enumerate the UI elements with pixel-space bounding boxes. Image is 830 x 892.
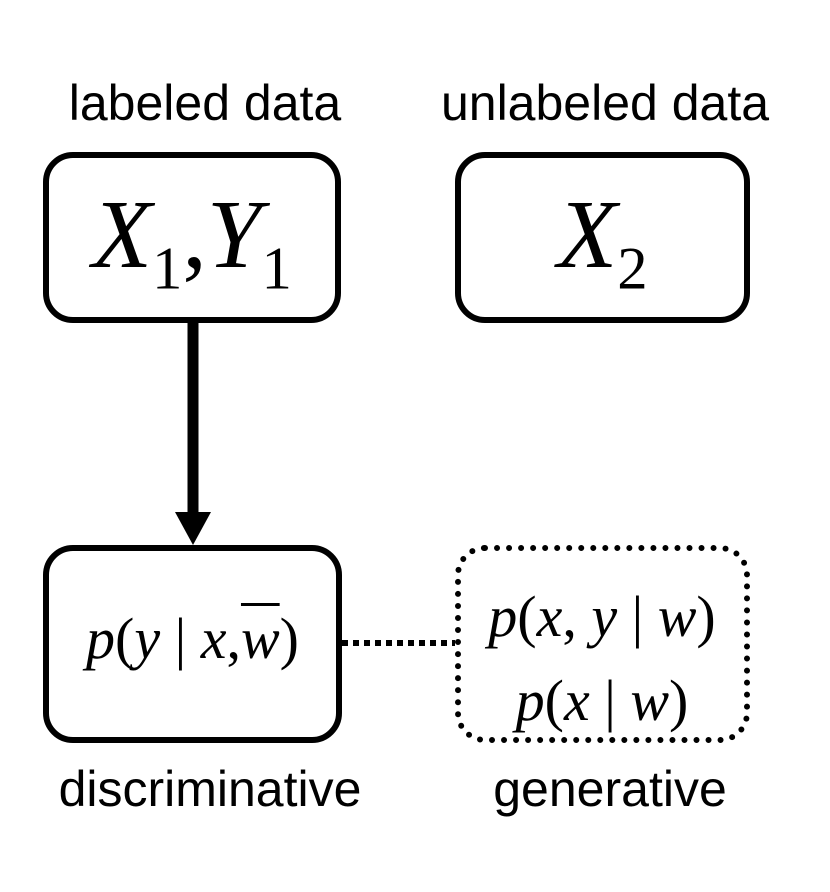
labeled-data-label: labeled data: [68, 75, 342, 131]
generative-joint-expression: p(x, y | w): [488, 584, 716, 649]
sub-2: 2: [617, 235, 648, 303]
discriminative-model-expression: p(y | x,w): [86, 606, 299, 671]
generative-marginal-expression: p(x | w): [515, 668, 689, 733]
var-y: Y: [206, 181, 262, 289]
var-x: X: [92, 181, 153, 289]
sub-1: 1: [261, 235, 292, 303]
w-bar: w: [240, 606, 280, 671]
generative-label: generative: [493, 761, 727, 817]
var-x: X: [557, 181, 618, 289]
sub-1: 1: [152, 235, 183, 303]
generative-model-box: [455, 545, 750, 743]
discriminative-model-box: [43, 545, 342, 743]
labeled-data-expression: X1,Y1: [43, 186, 341, 299]
unlabeled-data-expression: X2: [455, 186, 750, 299]
comma: ,: [182, 181, 207, 289]
discriminative-label: discriminative: [58, 761, 362, 817]
unlabeled-data-box: [455, 152, 750, 323]
unlabeled-data-label: unlabeled data: [440, 75, 770, 131]
arrowhead: [175, 512, 211, 545]
labeled-data-box: [43, 152, 341, 323]
